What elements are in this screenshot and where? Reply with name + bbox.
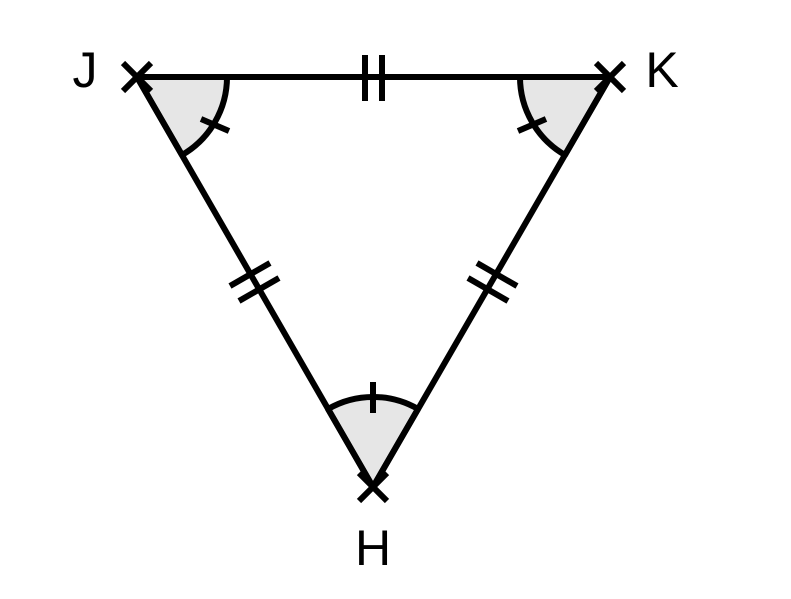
side-JH-ticks [228, 260, 281, 304]
vertex-label-K: K [645, 42, 678, 98]
angle-tick-K [516, 116, 548, 134]
vertex-label-H: H [355, 520, 391, 576]
angle-tick-J [199, 116, 231, 134]
vertex-marker-J [120, 60, 154, 94]
vertex-marker-K [593, 60, 627, 94]
side-JK-ticks [362, 55, 385, 101]
side-KH [370, 75, 613, 489]
vertex-marker-H [356, 470, 390, 504]
side-JH [134, 75, 376, 489]
side-KH-ticks [466, 260, 519, 304]
vertex-label-J: J [73, 42, 98, 98]
